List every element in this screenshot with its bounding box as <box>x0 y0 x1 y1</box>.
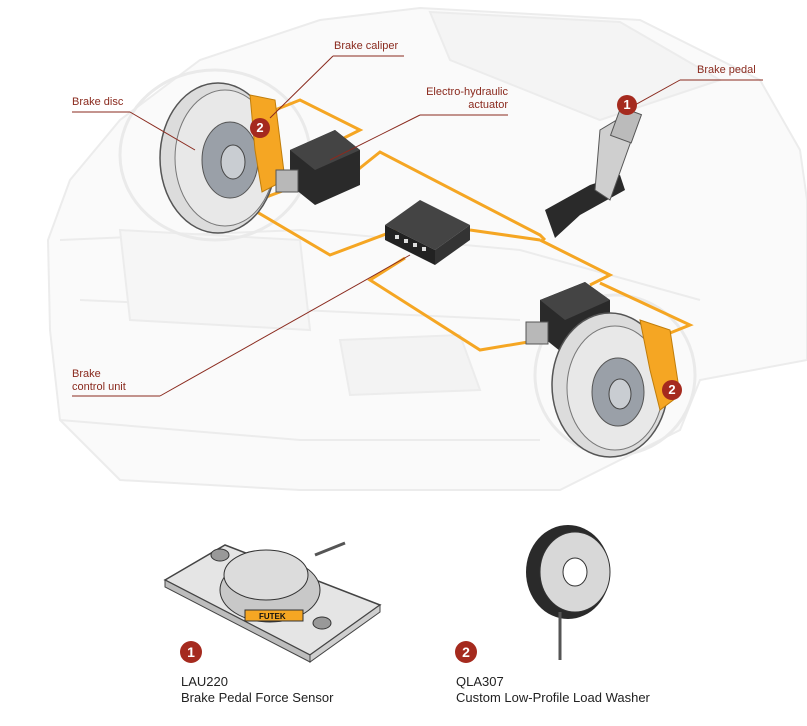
product-2-model: QLA307 <box>456 674 504 689</box>
product-1-name: Brake Pedal Force Sensor <box>181 690 334 705</box>
qla307-washer-image <box>526 525 611 660</box>
futek-brand-mark: FUTEK <box>259 612 286 621</box>
marker-1-brake-pedal: 1 <box>617 95 637 115</box>
brake-pedal <box>545 106 643 238</box>
marker-2-caliper-left: 2 <box>250 118 270 138</box>
product-2-badge: 2 <box>455 641 477 663</box>
lau220-sensor-image: FUTEK <box>163 541 382 663</box>
label-brake-caliper: Brake caliper <box>334 40 399 52</box>
label-actuator-line-2: actuator <box>468 99 508 111</box>
callout-leaders <box>72 55 763 397</box>
label-brake-disc: Brake disc <box>72 96 124 108</box>
brake-control-unit <box>385 200 470 265</box>
label-electro-hydraulic-actuator: Electro-hydraulic actuator <box>408 86 508 112</box>
product-1-badge: 1 <box>180 641 202 663</box>
label-control-unit-line-2: control unit <box>72 381 126 393</box>
marker-2-caliper-right: 2 <box>662 380 682 400</box>
label-brake-pedal: Brake pedal <box>697 64 756 76</box>
actuator-left <box>275 130 360 205</box>
hydraulic-lines <box>241 98 694 352</box>
label-brake-control-unit: Brake control unit <box>72 368 126 394</box>
product-2-name: Custom Low-Profile Load Washer <box>456 690 650 705</box>
label-actuator-line-1: Electro-hydraulic <box>426 86 508 98</box>
label-control-unit-line-1: Brake <box>72 368 101 380</box>
product-1-model: LAU220 <box>181 674 228 689</box>
brake-disc-right <box>551 312 669 458</box>
